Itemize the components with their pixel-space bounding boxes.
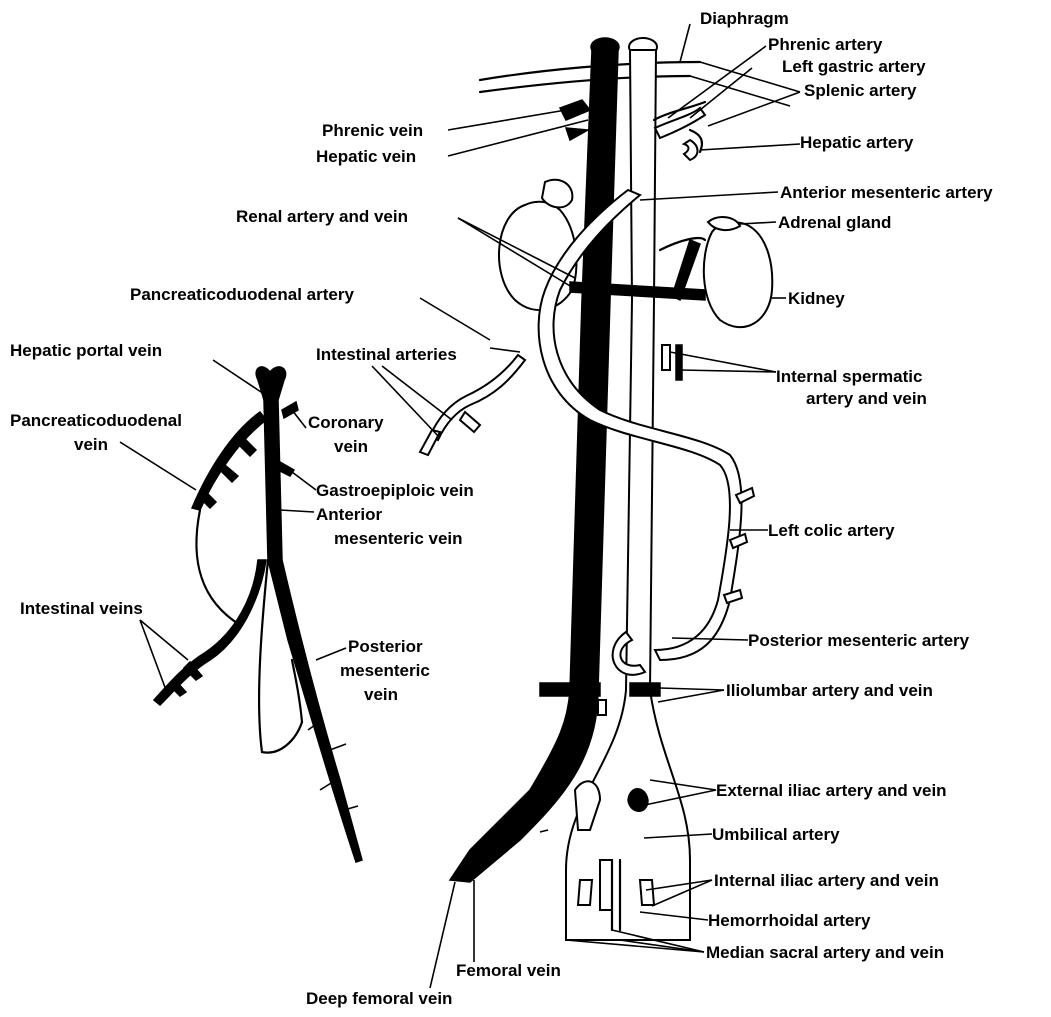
label-internal-iliac: Internal iliac artery and vein [714, 871, 939, 890]
label-iliolumbar: Iliolumbar artery and vein [726, 681, 933, 700]
label-pancreaticoduodenal-vein-2: vein [74, 435, 108, 454]
main-vessel-drawing [420, 38, 800, 940]
label-intestinal-veins: Intestinal veins [20, 599, 143, 618]
label-coronary-vein-2: vein [334, 437, 368, 456]
label-median-sacral: Median sacral artery and vein [706, 943, 944, 962]
label-gastroepiploic-vein: Gastroepiploic vein [316, 481, 474, 500]
left-kidney [704, 222, 772, 327]
label-phrenic-artery: Phrenic artery [768, 35, 883, 54]
label-phrenic-vein: Phrenic vein [322, 121, 423, 140]
label-deep-femoral-vein: Deep femoral vein [306, 989, 452, 1008]
label-posterior-mesenteric-vein-3: vein [364, 685, 398, 704]
label-coronary-vein-1: Coronary [308, 413, 384, 432]
label-posterior-mesenteric-vein-1: Posterior [348, 637, 423, 656]
label-pancreaticoduodenal-vein-1: Pancreaticoduodenal [10, 411, 182, 430]
label-kidney: Kidney [788, 289, 845, 308]
label-anterior-mesenteric-vein-2: mesenteric vein [334, 529, 463, 548]
label-splenic-artery: Splenic artery [804, 81, 917, 100]
label-renal-artery-vein: Renal artery and vein [236, 207, 408, 226]
label-femoral-vein: Femoral vein [456, 961, 561, 980]
label-internal-spermatic-1: Internal spermatic [776, 367, 922, 386]
label-internal-spermatic-2: artery and vein [806, 389, 927, 408]
label-posterior-mesenteric-artery: Posterior mesenteric artery [748, 631, 970, 650]
posterior-vena-cava [450, 50, 618, 882]
label-hepatic-portal-vein: Hepatic portal vein [10, 341, 162, 360]
label-hemorrhoidal-artery: Hemorrhoidal artery [708, 911, 871, 930]
label-diaphragm: Diaphragm [700, 9, 789, 28]
leader-lines [120, 24, 800, 988]
label-left-colic-artery: Left colic artery [768, 521, 895, 540]
label-umbilical-artery: Umbilical artery [712, 825, 840, 844]
label-anterior-mesenteric-vein-1: Anterior [316, 505, 383, 524]
label-left-gastric-artery: Left gastric artery [782, 57, 926, 76]
label-posterior-mesenteric-vein-2: mesenteric [340, 661, 430, 680]
label-external-iliac: External iliac artery and vein [716, 781, 947, 800]
label-pancreaticoduodenal-artery: Pancreaticoduodenal artery [130, 285, 354, 304]
label-anterior-mesenteric-artery: Anterior mesenteric artery [780, 183, 993, 202]
labels: Diaphragm Phrenic artery Left gastric ar… [10, 9, 993, 1008]
label-hepatic-vein: Hepatic vein [316, 147, 416, 166]
portal-vein-drawing [154, 367, 362, 862]
label-hepatic-artery: Hepatic artery [800, 133, 914, 152]
label-adrenal-gland: Adrenal gland [778, 213, 891, 232]
label-intestinal-arteries: Intestinal arteries [316, 345, 457, 364]
